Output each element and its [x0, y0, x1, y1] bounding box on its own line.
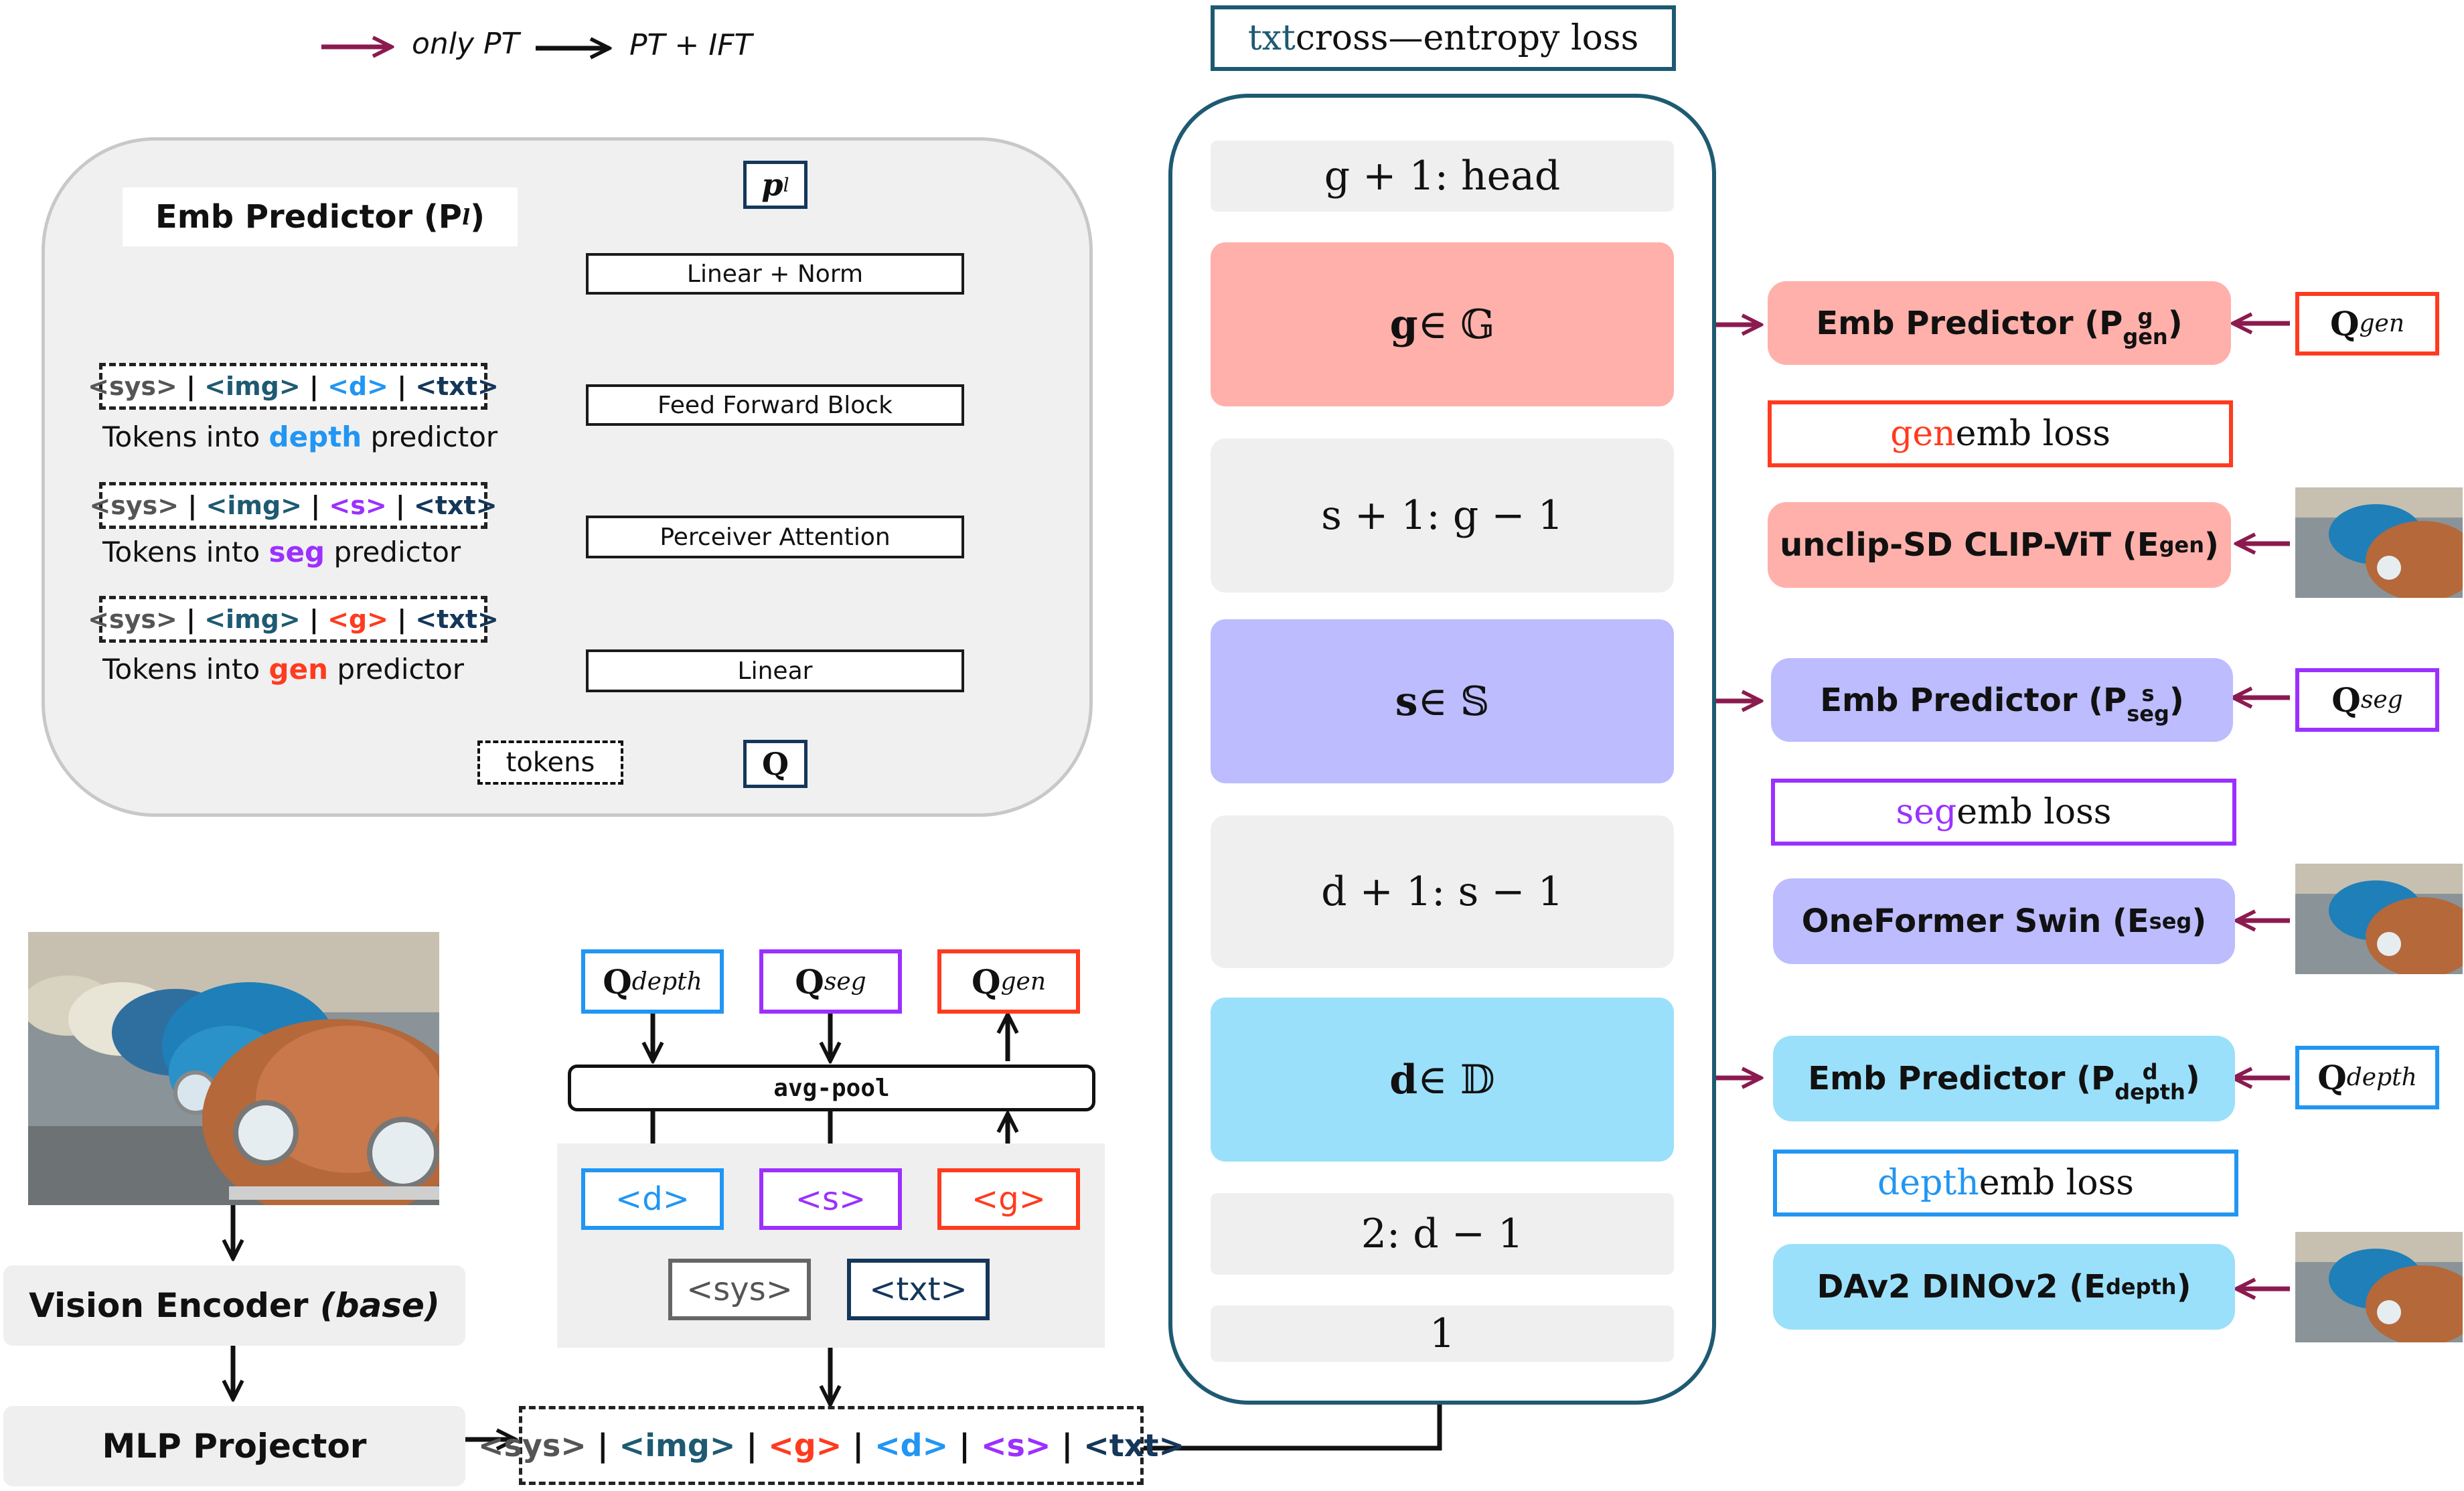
seg-input-photo	[2295, 864, 2463, 974]
seg-token-row: <sys> | <img> | <s> | <txt>	[89, 482, 497, 529]
segment-one: 1	[1211, 1306, 1674, 1362]
gen-token-desc: Tokens into gen predictor	[102, 653, 465, 686]
input-car-photo	[28, 932, 439, 1205]
segment-d-to-s: d + 1: s − 1	[1211, 815, 1674, 968]
segment-head: g + 1: head	[1211, 141, 1674, 212]
feed-forward-block: Feed Forward Block	[586, 384, 964, 426]
vision-encoder-block: Vision Encoder (base)	[3, 1265, 465, 1346]
token-txt: <txt>	[847, 1259, 990, 1320]
depth-token-row: <sys> | <img> | <d> | <txt>	[88, 363, 499, 410]
token-d: <d>	[581, 1168, 724, 1230]
seg-token-desc: Tokens into seg predictor	[102, 536, 461, 568]
gen-emb-loss: gen emb loss	[1768, 400, 2233, 467]
token-s: <s>	[759, 1168, 902, 1230]
segment-two-to-d: 2: d − 1	[1211, 1193, 1674, 1275]
txt-loss-label: txt cross—entropy loss	[1211, 5, 1676, 71]
query-input: Q	[743, 740, 807, 788]
segment-seg: s ∈ 𝕊	[1211, 619, 1674, 783]
avg-pool-block: avg-pool	[568, 1065, 1095, 1111]
input-sequence: <sys> | <img> | <g> | <d> | <s> | <txt>	[478, 1406, 1184, 1485]
legend-pt-ift-label: PT + IFT	[629, 28, 753, 62]
gen-input-photo	[2295, 487, 2463, 598]
depth-emb-loss: depth emb loss	[1773, 1150, 2238, 1217]
segment-gen: g ∈ 𝔾	[1211, 242, 1674, 406]
emb-predictor-panel	[42, 137, 1093, 817]
linear-norm-block: Linear + Norm	[586, 253, 964, 295]
perceiver-attention-block: Perceiver Attention	[586, 516, 964, 558]
depth-token-desc: Tokens into depth predictor	[102, 420, 498, 453]
mlp-projector-block: MLP Projector	[3, 1406, 465, 1486]
seg-emb-loss: seg emb loss	[1771, 779, 2236, 846]
token-sys: <sys>	[668, 1259, 811, 1320]
depth-input-photo	[2295, 1232, 2463, 1342]
gen-token-row: <sys> | <img> | <g> | <txt>	[88, 596, 499, 643]
token-g: <g>	[937, 1168, 1080, 1230]
legend-pt-only-label: only PT	[412, 27, 520, 61]
segment-depth: d ∈ 𝔻	[1211, 998, 1674, 1162]
tokens-input: tokens	[477, 740, 623, 785]
segment-s-to-g: s + 1: g − 1	[1211, 439, 1674, 593]
linear-block: Linear	[586, 649, 964, 692]
